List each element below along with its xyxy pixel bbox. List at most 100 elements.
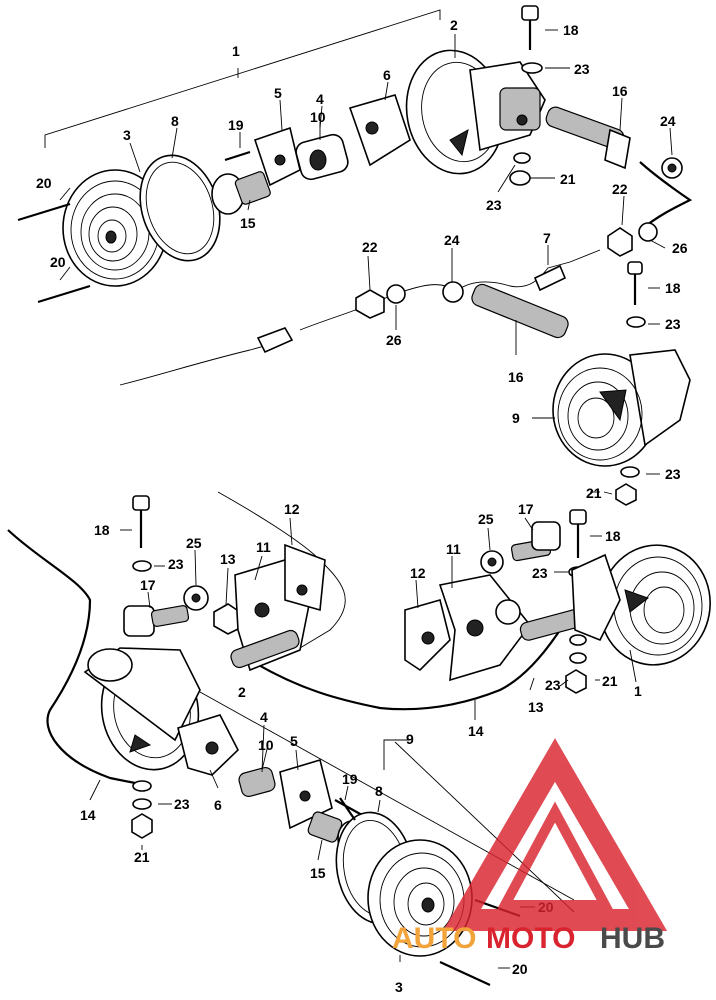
screw-icon: [339, 797, 356, 821]
part-label: 19: [228, 117, 244, 133]
part-label: 20: [50, 254, 66, 270]
part-label: 23: [532, 565, 548, 581]
leader-lines: [59, 29, 673, 495]
part-label: 21: [134, 849, 150, 865]
part-label: 11: [256, 539, 271, 555]
part-label: 5: [274, 85, 282, 101]
part-label: 22: [362, 239, 378, 255]
part-label: 4: [316, 91, 324, 107]
part-label: 8: [375, 783, 383, 799]
part-label: 16: [612, 83, 628, 99]
bracket-icon: [348, 94, 411, 167]
part-label: 23: [545, 677, 561, 693]
part-label: 9: [406, 731, 414, 747]
lamp-icon: [571, 544, 711, 666]
part-label: 18: [665, 280, 681, 296]
bulb-icon: [211, 171, 271, 215]
stem-icon: [545, 106, 693, 231]
logo-word-hub: HUB: [600, 922, 665, 955]
part-label: 17: [140, 577, 156, 593]
bolt-icon: [521, 5, 543, 74]
part-label: 21: [602, 673, 618, 689]
part-label: 25: [478, 511, 494, 527]
wiring-icon: [7, 529, 141, 786]
part-label: 8: [171, 113, 179, 129]
part-label: 1: [232, 43, 240, 59]
part-label: 10: [258, 737, 274, 753]
part-label: 3: [123, 127, 131, 143]
stem-icon: [471, 283, 569, 339]
part-label: 23: [486, 197, 502, 213]
part-label: 23: [574, 61, 590, 77]
nut-icon: [615, 466, 640, 506]
part-label: 22: [612, 181, 628, 197]
washer-icon: [183, 585, 241, 635]
bracket-icon: [438, 574, 532, 682]
lamp-icon: [552, 349, 691, 467]
part-label: 12: [410, 565, 426, 581]
part-label: 11: [446, 541, 461, 557]
logo-word-auto: AUTO: [392, 922, 476, 955]
part-label: 6: [214, 797, 222, 813]
part-label: 17: [518, 501, 534, 517]
stem-icon: [230, 629, 300, 669]
part-label: 14: [80, 807, 96, 823]
part-label: 1: [634, 683, 642, 699]
nut-icon: [565, 634, 587, 694]
part-label: 25: [186, 535, 202, 551]
part-label: 18: [605, 528, 621, 544]
part-label: 24: [660, 113, 676, 129]
logo-word-moto: MOTO: [486, 922, 575, 955]
holder-icon: [238, 766, 276, 798]
part-label: 18: [94, 522, 110, 538]
part-label: 21: [560, 171, 576, 187]
part-label: 23: [665, 466, 681, 482]
part-label: 20: [512, 961, 528, 977]
wiring-icon: [119, 249, 601, 386]
part-label: 9: [512, 410, 520, 426]
part-label: 14: [468, 723, 484, 739]
wiring-icon: [249, 629, 561, 711]
bolt-icon: [132, 495, 152, 572]
part-label: 3: [395, 979, 403, 995]
part-label: 10: [310, 109, 326, 125]
washer-icon: [480, 550, 504, 574]
part-label: 2: [450, 17, 458, 33]
part-label: 20: [36, 175, 52, 191]
bolt-icon: [510, 521, 561, 562]
socket-plate-icon: [279, 758, 363, 830]
part-label: 23: [168, 556, 184, 572]
part-label: 5: [290, 733, 298, 749]
housing-icon: [405, 49, 546, 175]
clamp-icon: [284, 543, 326, 612]
bolt-icon: [626, 261, 646, 328]
part-label: 19: [342, 771, 358, 787]
part-label: 21: [586, 485, 602, 501]
part-label: 16: [508, 369, 524, 385]
holder-icon: [295, 133, 349, 181]
part-label: 24: [444, 232, 460, 248]
upper-assembly: 1 2 3 4 5 6 7 8 9 10 15 16 16 18 18 19 2…: [17, 5, 693, 506]
part-label: 2: [238, 684, 246, 700]
part-label: 18: [563, 22, 579, 38]
part-label: 23: [174, 796, 190, 812]
part-label: 13: [528, 699, 544, 715]
nut-icon: [131, 780, 153, 839]
lower-assembly: 1 2 3 4 5 6 8 9 10 11 11 12 12 13 13 14 …: [7, 491, 711, 995]
housing-icon: [83, 647, 201, 771]
part-label: 23: [665, 316, 681, 332]
brand-logo-text: AUTO MOTO HUB: [392, 922, 665, 955]
nut-icon: [509, 152, 683, 257]
bolt-icon: [123, 605, 190, 637]
screw-icon: [17, 202, 91, 304]
part-label: 12: [284, 501, 300, 517]
part-label: 15: [310, 865, 326, 881]
bracket-icon: [177, 714, 239, 776]
brand-logo-icon: [442, 738, 668, 931]
part-label: 4: [260, 709, 268, 725]
part-label: 15: [240, 215, 256, 231]
part-label: 26: [672, 240, 688, 256]
part-label: 7: [543, 230, 551, 246]
part-label: 26: [386, 332, 402, 348]
